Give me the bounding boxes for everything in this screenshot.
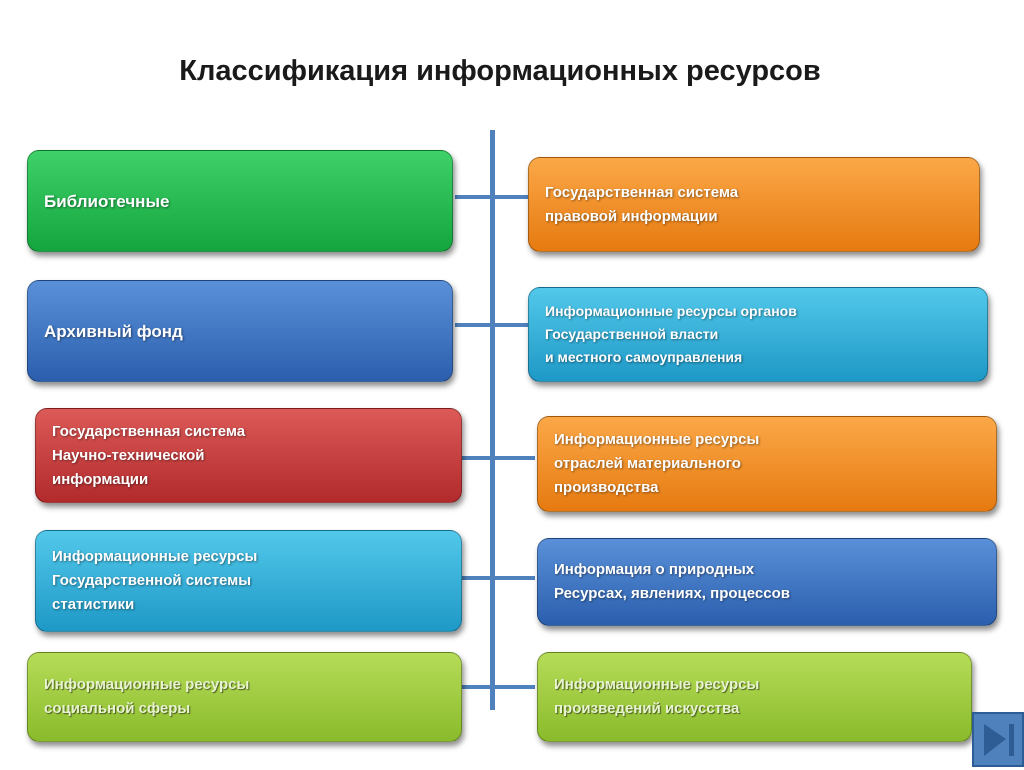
right-box-4: Информация о природных Ресурсах, явления…	[537, 538, 997, 626]
box-label: Информационные ресурсы социальной сферы	[44, 676, 250, 717]
right-box-5: Информационные ресурсы произведений иску…	[537, 652, 972, 742]
left-box-4: Информационные ресурсы Государственной с…	[35, 530, 462, 632]
connector-2	[455, 323, 535, 327]
left-box-1: Библиотечные	[27, 150, 453, 252]
box-label: Информационные ресурсы органов Государст…	[545, 303, 797, 365]
right-box-1: Государственная система правовой информа…	[528, 157, 980, 252]
left-box-2: Архивный фонд	[27, 280, 453, 382]
box-label: Государственная система правовой информа…	[545, 183, 739, 225]
connector-4	[455, 576, 535, 580]
connector-3	[455, 456, 535, 460]
skip-forward-icon	[984, 724, 1014, 756]
right-box-3: Информационные ресурсы отраслей материал…	[537, 416, 997, 512]
box-label: Информационные ресурсы отраслей материал…	[554, 431, 760, 496]
right-box-2: Информационные ресурсы органов Государст…	[528, 287, 988, 382]
connector-1	[455, 195, 535, 199]
box-label: Информационные ресурсы Государственной с…	[52, 548, 258, 613]
vertical-connector	[490, 130, 495, 710]
box-label: Государственная система Научно-техническ…	[52, 422, 246, 488]
next-slide-button[interactable]	[972, 712, 1024, 767]
left-box-5: Информационные ресурсы социальной сферы	[27, 652, 462, 742]
box-label: Информационные ресурсы произведений иску…	[554, 676, 760, 717]
box-label: Информация о природных Ресурсах, явления…	[554, 561, 790, 602]
box-label: Библиотечные	[44, 191, 170, 211]
box-label: Архивный фонд	[44, 321, 183, 341]
page-title: Классификация информационных ресурсов	[179, 55, 821, 87]
left-box-3: Государственная система Научно-техническ…	[35, 408, 462, 503]
connector-5	[455, 685, 535, 689]
